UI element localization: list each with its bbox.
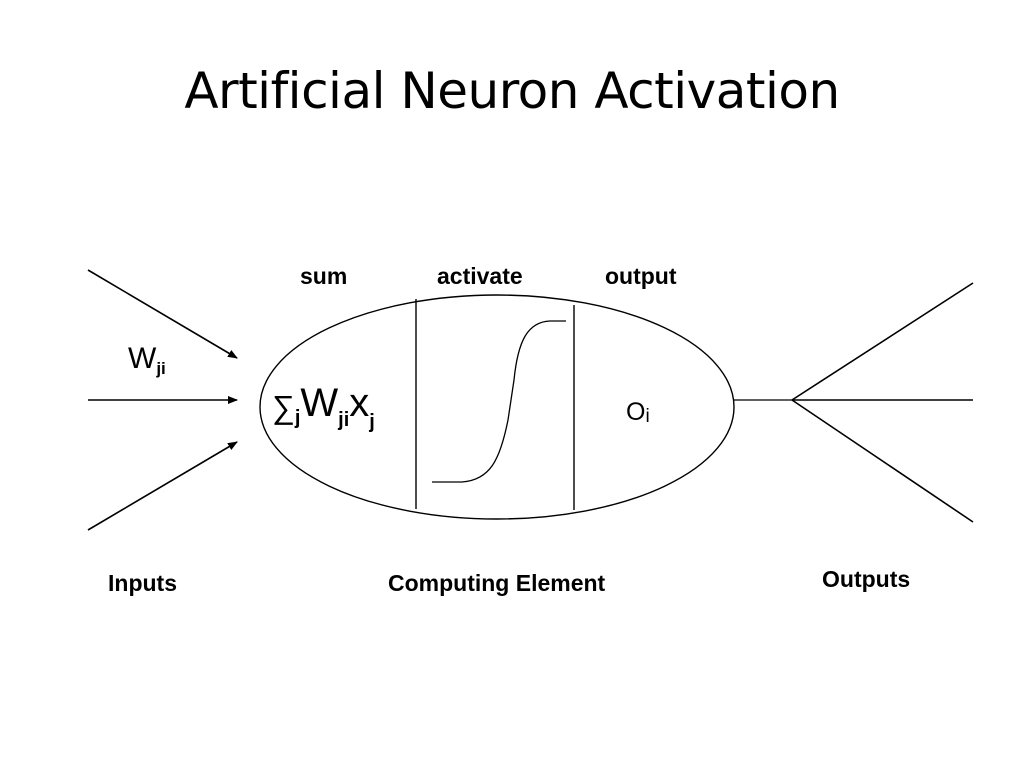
computing-element-label: Computing Element	[388, 570, 606, 596]
input-arrow-top	[87, 269, 238, 359]
input-arrow-bottom	[87, 441, 238, 531]
computing-element-ellipse	[259, 294, 735, 520]
slide-title: Artificial Neuron Activation	[184, 62, 840, 120]
stage-label-output: output	[605, 263, 677, 289]
stage-label-activate: activate	[437, 263, 523, 289]
stage-label-sum: sum	[300, 263, 347, 289]
formula-w-sub: ji	[337, 409, 349, 431]
output-line-top	[791, 282, 974, 401]
output-line-bottom	[791, 399, 974, 523]
inputs-label: Inputs	[108, 570, 177, 596]
formula-x-sub: j	[368, 411, 375, 433]
formula-w: W	[300, 381, 338, 425]
summation-formula: ∑jWjixj	[272, 381, 375, 433]
output-symbol-sub: i	[645, 406, 649, 427]
output-symbol: Oi	[626, 398, 650, 427]
weight-main: W	[128, 342, 157, 375]
sigmoid-curve	[432, 320, 566, 483]
sigma-sub: j	[294, 407, 301, 429]
outputs-label: Outputs	[822, 566, 910, 592]
weight-sub: ji	[155, 359, 165, 378]
output-symbol-main: O	[626, 398, 645, 426]
weight-label: Wji	[128, 342, 166, 378]
sigma-symbol: ∑	[272, 389, 295, 425]
formula-x: x	[349, 381, 369, 425]
